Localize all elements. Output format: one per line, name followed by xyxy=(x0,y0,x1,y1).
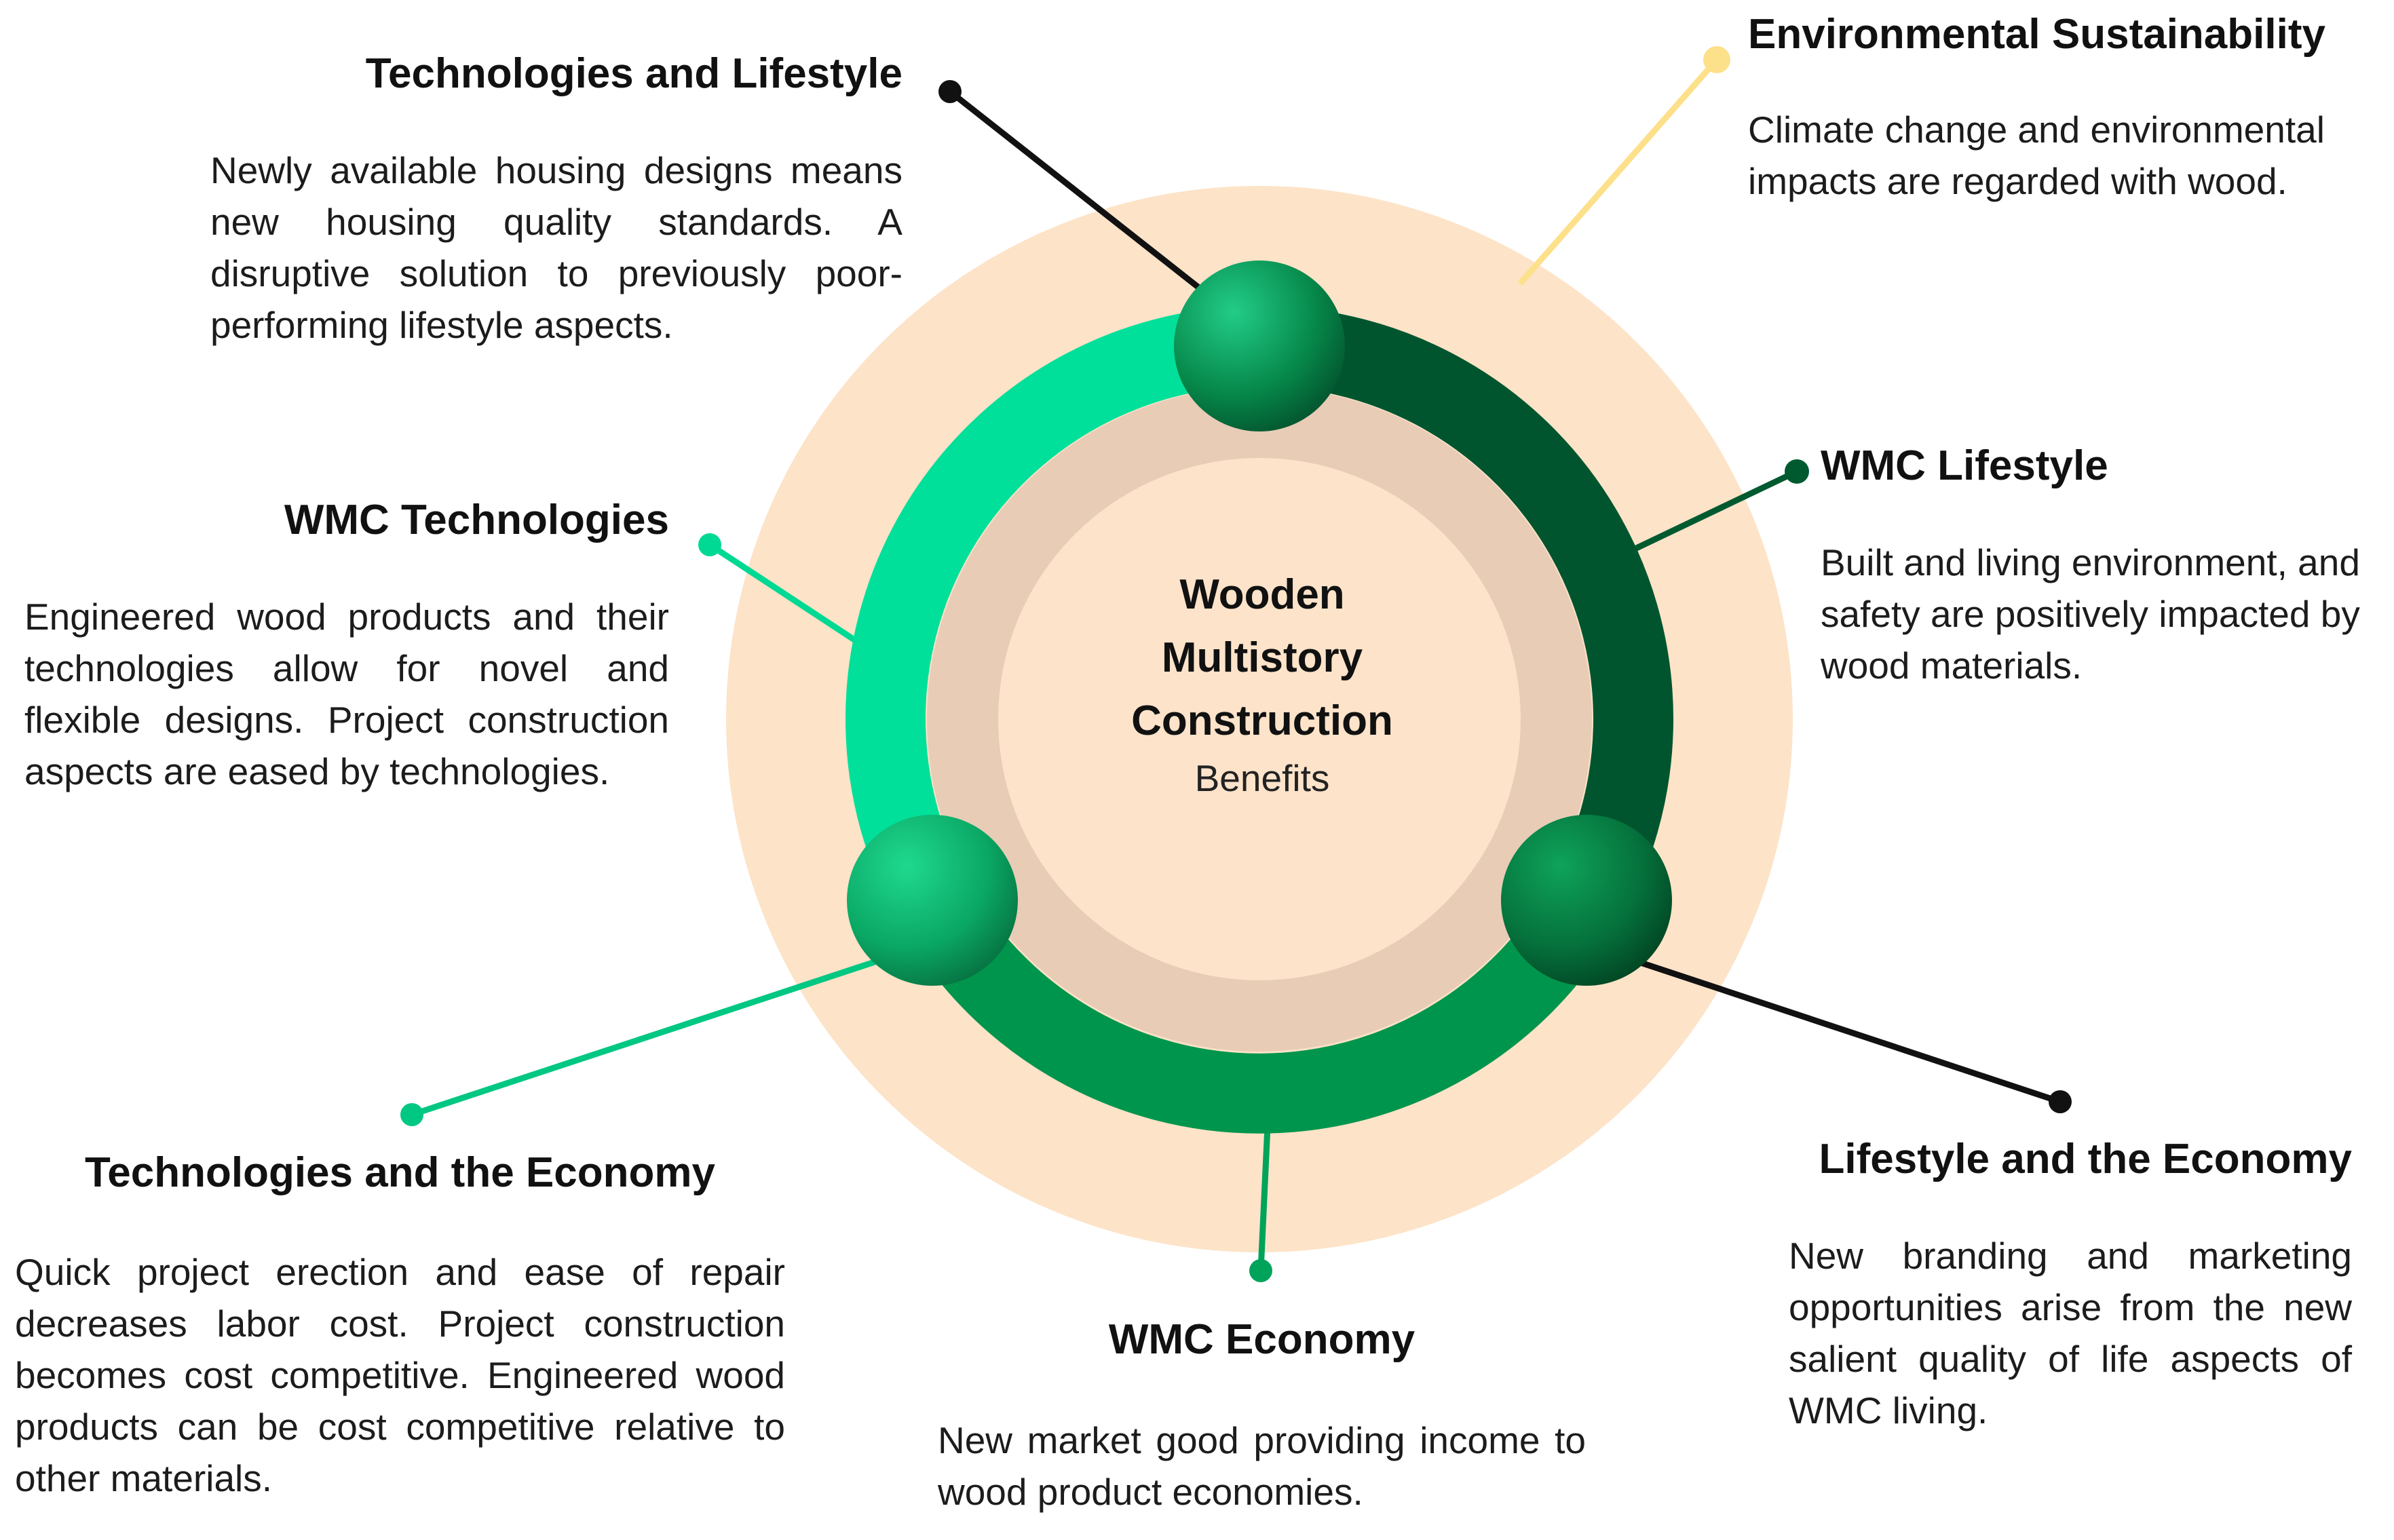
node-sphere-left xyxy=(847,815,1018,986)
center-subtitle: Benefits xyxy=(1194,757,1330,799)
dot-wmc-economy xyxy=(1249,1259,1272,1282)
center-title-line-3: Construction xyxy=(1131,697,1393,744)
center-title-line-2: Multistory xyxy=(1161,634,1363,681)
block-body: Quick project erection and ease of repai… xyxy=(15,1251,785,1499)
connector-technologies-and-lifestyle xyxy=(948,89,1202,291)
ring-arc-lifestyle xyxy=(1259,305,1673,920)
block-wmc-lifestyle: WMC Lifestyle Built and living environme… xyxy=(1821,441,2384,692)
connector-wmc-lifestyle xyxy=(1629,468,1798,554)
center-label: Wooden Multistory Construction Benefits xyxy=(1059,563,1466,805)
block-title: WMC Economy xyxy=(1108,1316,1416,1363)
block-wmc-economy: WMC Economy New market good providing in… xyxy=(938,1315,1586,1518)
block-body: New market good providing income to wood… xyxy=(938,1419,1586,1514)
block-technologies-and-the-economy: Technologies and the Economy Quick proje… xyxy=(15,1148,785,1505)
connector-wmc-technologies xyxy=(708,542,858,644)
ring-arc-economy xyxy=(897,881,1622,1134)
ring-arc-technologies xyxy=(846,305,1260,920)
block-environmental-sustainability: Environmental Sustainability Climate cha… xyxy=(1748,9,2359,208)
dot-lifestyle-and-the-economy xyxy=(2049,1090,2072,1113)
block-body: Newly available housing designs means ne… xyxy=(210,149,902,347)
connector-environmental-sustainability xyxy=(1517,58,1720,286)
dot-technologies-and-lifestyle xyxy=(938,80,962,103)
connector-technologies-and-the-economy xyxy=(411,957,882,1118)
connector-lifestyle-and-the-economy xyxy=(1635,958,2062,1105)
node-sphere-top xyxy=(1174,261,1345,431)
block-title: WMC Technologies xyxy=(284,497,669,543)
dot-technologies-and-the-economy xyxy=(400,1103,423,1126)
block-body: New branding and marketing opportunities… xyxy=(1789,1235,2352,1432)
dot-environmental-sustainability xyxy=(1703,46,1730,73)
block-lifestyle-and-the-economy: Lifestyle and the Economy New branding a… xyxy=(1789,1134,2352,1437)
core-disc xyxy=(998,458,1521,980)
block-title: Technologies and Lifestyle xyxy=(365,50,902,97)
dot-wmc-technologies xyxy=(698,533,721,556)
connector-wmc-economy xyxy=(1257,1125,1271,1271)
block-technologies-and-lifestyle: Technologies and Lifestyle Newly availab… xyxy=(210,49,902,351)
block-body: Engineered wood products and their techn… xyxy=(24,596,669,793)
block-title: Technologies and the Economy xyxy=(85,1149,715,1196)
node-sphere-right xyxy=(1501,815,1672,986)
block-title: Lifestyle and the Economy xyxy=(1819,1136,2352,1182)
center-title-line-1: Wooden xyxy=(1179,571,1345,618)
dot-wmc-lifestyle xyxy=(1785,459,1809,484)
block-body: Climate change and environmental impacts… xyxy=(1748,109,2325,203)
block-wmc-technologies: WMC Technologies Engineered wood product… xyxy=(24,495,669,798)
block-body: Built and living environment, and safety… xyxy=(1821,541,2360,687)
block-title: WMC Lifestyle xyxy=(1821,442,2108,489)
block-title: Environmental Sustainability xyxy=(1748,11,2325,58)
